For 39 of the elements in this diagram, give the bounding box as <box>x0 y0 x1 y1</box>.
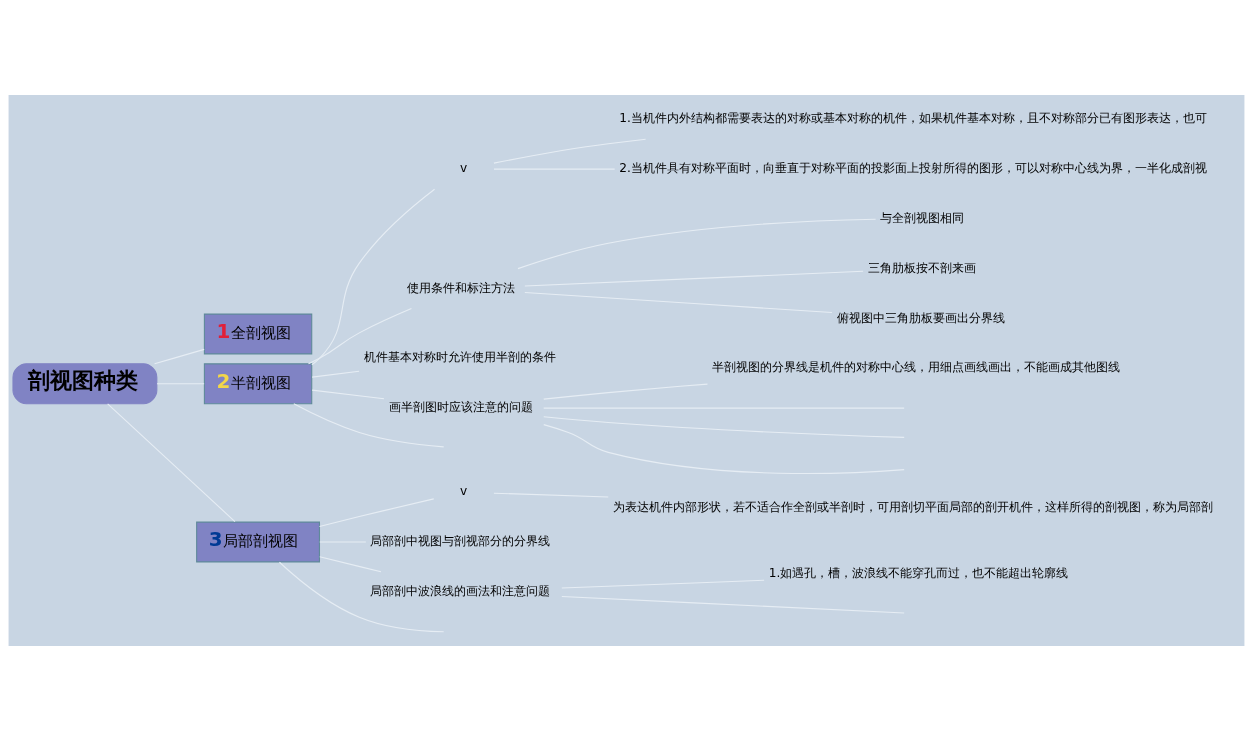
connector <box>311 370 360 378</box>
node-text: 2.当机件具有对称平面时，向垂直于对称平面的投影面上投射所得的图形，可以对称中心线为界，一半化成剖视 <box>619 161 1207 176</box>
node-box: 2半剖视图 <box>203 363 313 405</box>
node-text: 1.如遇孔，槽，波浪线不能穿孔而过，也不能超出轮廓线 <box>768 566 1069 581</box>
connector <box>561 595 905 614</box>
connector <box>319 556 382 573</box>
node-text: 局部剖中视图与剖视部分的分界线 <box>370 534 551 549</box>
connector <box>493 492 609 498</box>
node-text: 机件基本对称时允许使用半剖的条件 <box>363 350 556 365</box>
node-box: 3局部剖视图 <box>196 521 321 563</box>
node-text: 画半剖图时应该注意的问题 <box>388 400 533 415</box>
node-text: v <box>459 484 468 499</box>
node-text: v <box>459 161 468 176</box>
connector <box>543 424 905 475</box>
connector <box>543 383 709 400</box>
connector <box>311 188 436 366</box>
connector <box>278 561 445 633</box>
connector <box>524 291 833 314</box>
connector <box>543 416 905 438</box>
connector <box>293 403 445 448</box>
node-text: 半剖视图的分界线是机件的对称中心线，用细点画线画出，不能画成其他图线 <box>712 360 1121 375</box>
connector <box>311 389 385 400</box>
connector <box>107 403 236 523</box>
connector <box>517 218 877 270</box>
node-text: 俯视图中三角肋板要画出分界线 <box>836 310 1005 325</box>
connector <box>154 348 205 365</box>
connector <box>318 498 435 528</box>
node-text: 局部剖中波浪线的画法和注意问题 <box>370 583 551 598</box>
node-box: 1全剖视图 <box>203 313 313 355</box>
node-box: 剖视图种类 <box>12 363 158 405</box>
connector <box>561 579 765 589</box>
connector <box>307 308 412 365</box>
connector <box>493 138 647 164</box>
node-text: 为表达机件内部形状，若不适合作全剖或半剖时，可用剖切平面局部的剖开机件，这样所得的剖视图，称为局部剖 <box>612 499 1213 514</box>
node-text: 使用条件和标注方法 <box>407 280 516 295</box>
connector <box>524 270 864 287</box>
node-text: 1.当机件内外结构都需要表达的对称或基本对称的机件，如果机件基本对称，且不对称部分已有图形表达，也可 <box>619 111 1207 126</box>
node-text: 与全剖视图相同 <box>880 211 965 226</box>
node-text: 三角肋板按不剖来画 <box>867 260 976 275</box>
